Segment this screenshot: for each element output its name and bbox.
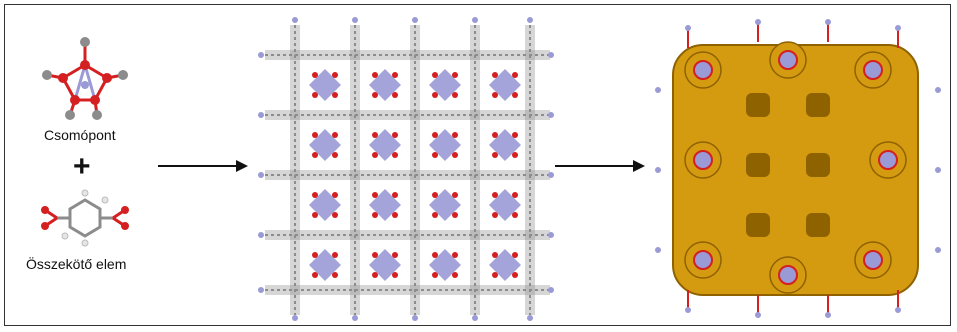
node-label: Csomópont — [44, 127, 116, 143]
linker-molecule — [41, 189, 129, 247]
arrow-right-1 — [158, 160, 248, 172]
arrow-right-2 — [555, 160, 645, 172]
mof-framework-lattice — [258, 17, 554, 321]
mof-pore-surface — [655, 19, 941, 318]
linker-label: Összekötő elem — [26, 256, 127, 272]
node-cluster-molecule — [42, 37, 128, 120]
plus-sign: + — [73, 150, 91, 183]
